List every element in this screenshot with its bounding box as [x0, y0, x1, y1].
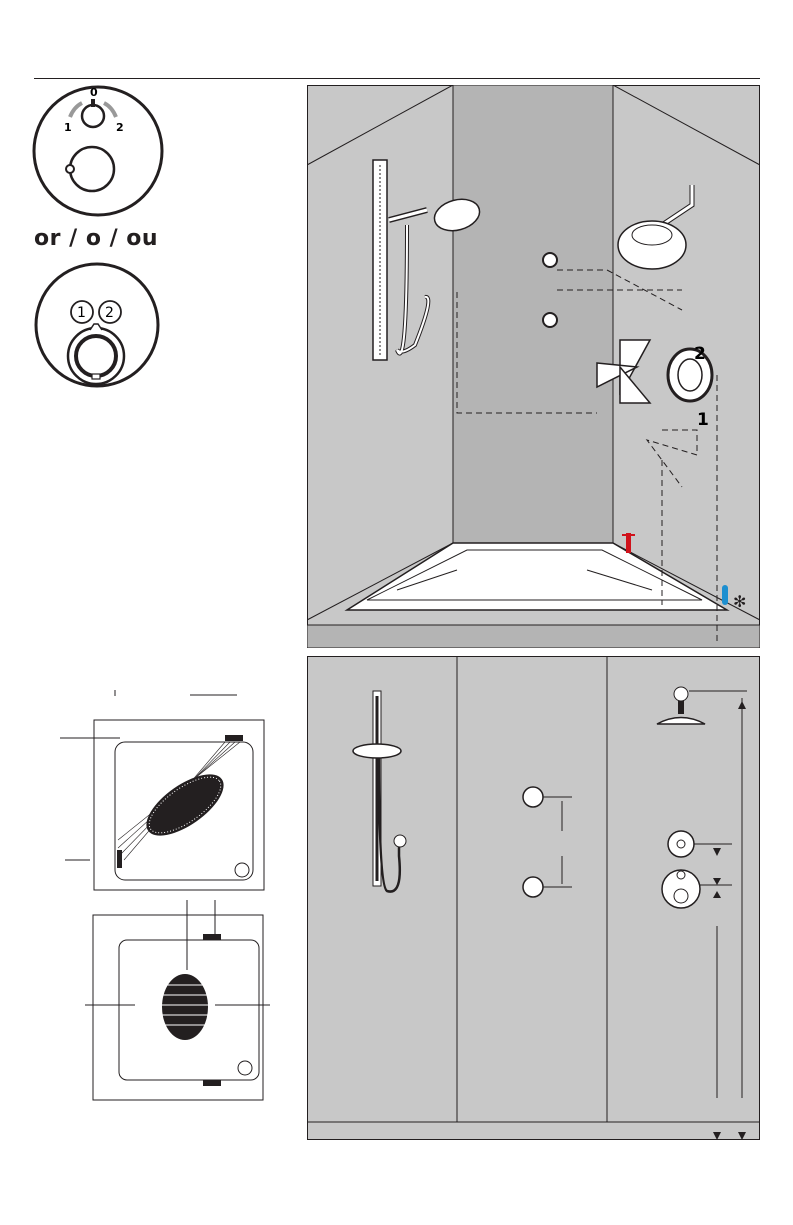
installation-panel: 2 1 ✻	[307, 85, 760, 648]
dimension-panel	[307, 656, 760, 1140]
header-rule	[34, 78, 760, 79]
floorplan-wall	[85, 900, 275, 1105]
outlet-1-label: 1	[697, 410, 709, 430]
position-0-label: 0	[90, 86, 98, 99]
position-2-label: 2	[116, 121, 124, 134]
button-2-label: 2	[105, 305, 114, 321]
outlet-2-label: 2	[694, 344, 706, 364]
floorplan-corner	[60, 690, 275, 895]
button-1-label: 1	[77, 305, 86, 321]
trim-diverter-dial: 0 1 2	[30, 83, 166, 219]
svg-text:✻: ✻	[733, 592, 746, 611]
body-spray-icon	[543, 313, 557, 327]
trim-button-dial: 1 2	[32, 260, 162, 390]
body-spray-icon	[543, 253, 557, 267]
or-separator: or / o / ou	[34, 226, 158, 251]
position-1-label: 1	[64, 121, 72, 134]
